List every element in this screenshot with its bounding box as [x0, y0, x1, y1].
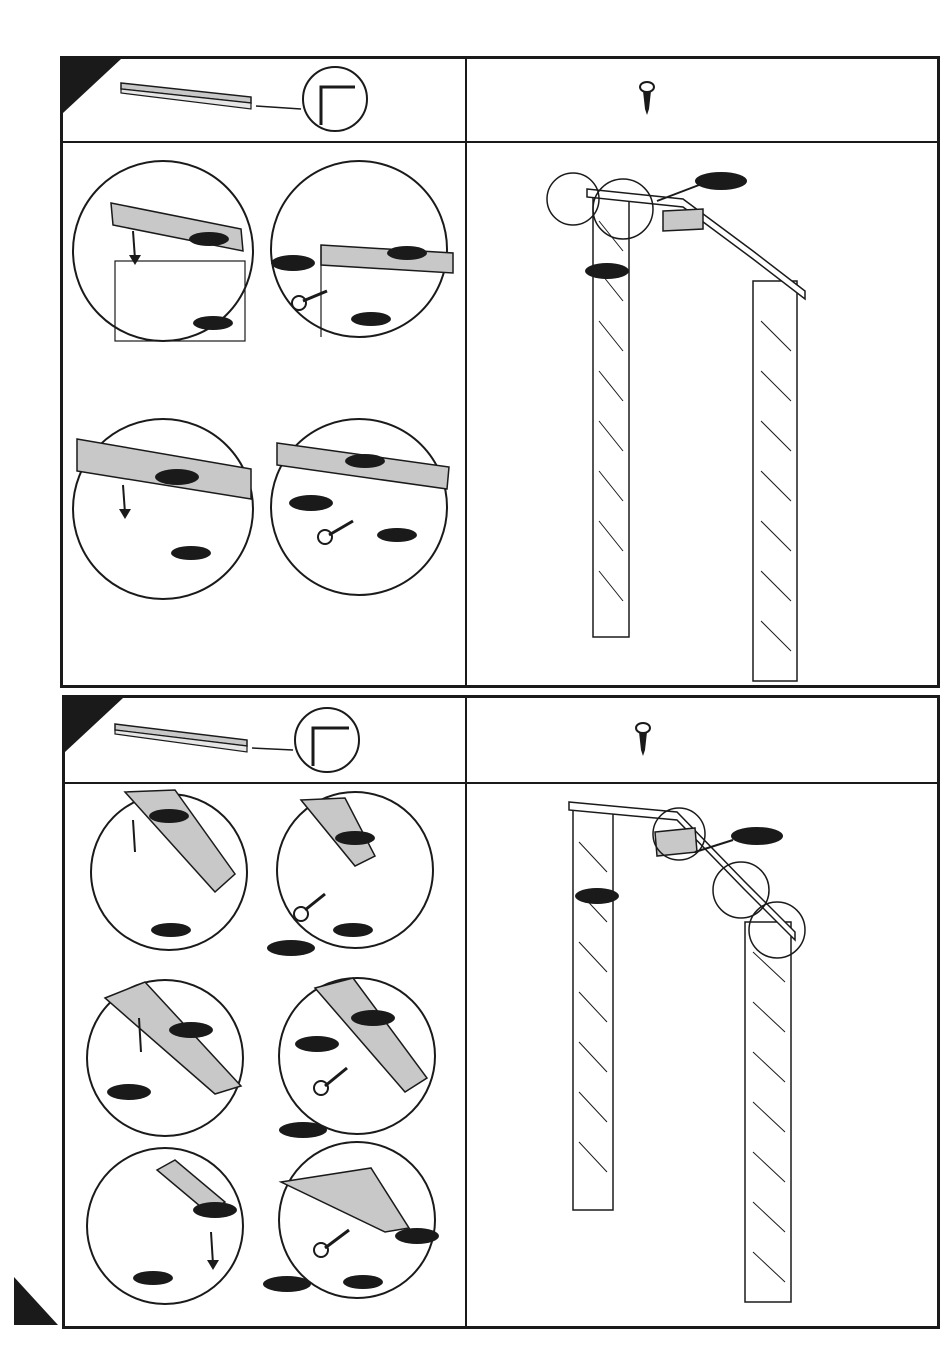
screw-icon [63, 59, 943, 139]
step-a [60, 56, 940, 688]
screw-icon [65, 698, 945, 778]
page-corner-marker [14, 1277, 60, 1327]
frame-overview [65, 782, 945, 1332]
frame-overview [63, 141, 943, 691]
step-b [62, 695, 940, 1329]
